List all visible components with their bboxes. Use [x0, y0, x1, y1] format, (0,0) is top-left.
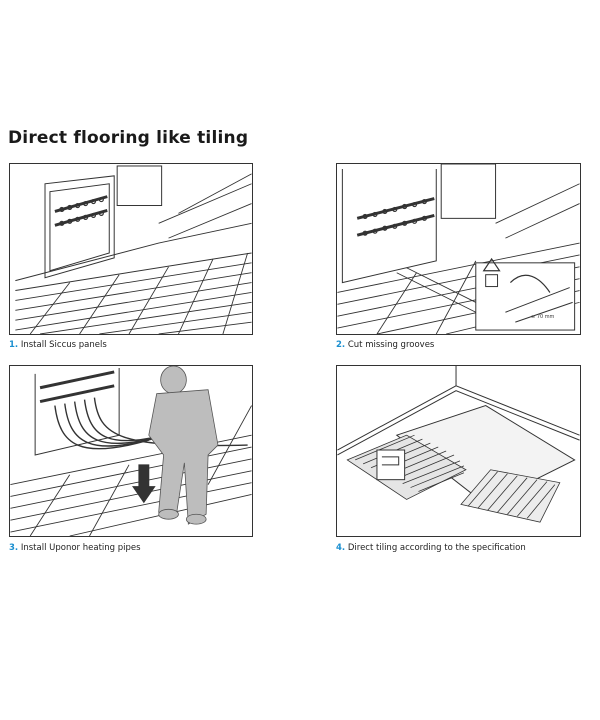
step-1-label: Install Siccus panels	[20, 340, 107, 350]
step-3-illustration	[9, 365, 253, 537]
direct-tiling-drawing	[337, 366, 580, 523]
siccus-panels-drawing	[15, 165, 252, 334]
step-4-illustration	[336, 365, 581, 537]
step-3-label: Install Uponor heating pipes	[20, 543, 141, 553]
step-4-caption: 4. Direct tiling according to the specif…	[336, 543, 526, 553]
step-2-number: 2.	[336, 340, 346, 350]
cut-grooves-drawing: ≥ 70 mm	[337, 164, 580, 334]
page-title: Direct flooring like tiling	[8, 128, 249, 148]
step-2-label: Cut missing grooves	[347, 340, 435, 350]
groove-distance-note: ≥ 70 mm	[531, 314, 554, 320]
step-1-number: 1.	[9, 340, 19, 350]
step-3-caption: 3. Install Uponor heating pipes	[9, 543, 141, 553]
step-4-number: 4.	[336, 543, 346, 553]
step-4-label: Direct tiling according to the specifica…	[347, 543, 526, 553]
step-2-illustration: ≥ 70 mm	[336, 163, 581, 335]
step-1-caption: 1. Install Siccus panels	[9, 340, 107, 350]
step-1-illustration	[9, 163, 253, 335]
step-2-caption: 2. Cut missing grooves	[336, 340, 434, 350]
step-3-number: 3.	[9, 543, 19, 553]
heating-pipes-drawing	[10, 366, 252, 536]
